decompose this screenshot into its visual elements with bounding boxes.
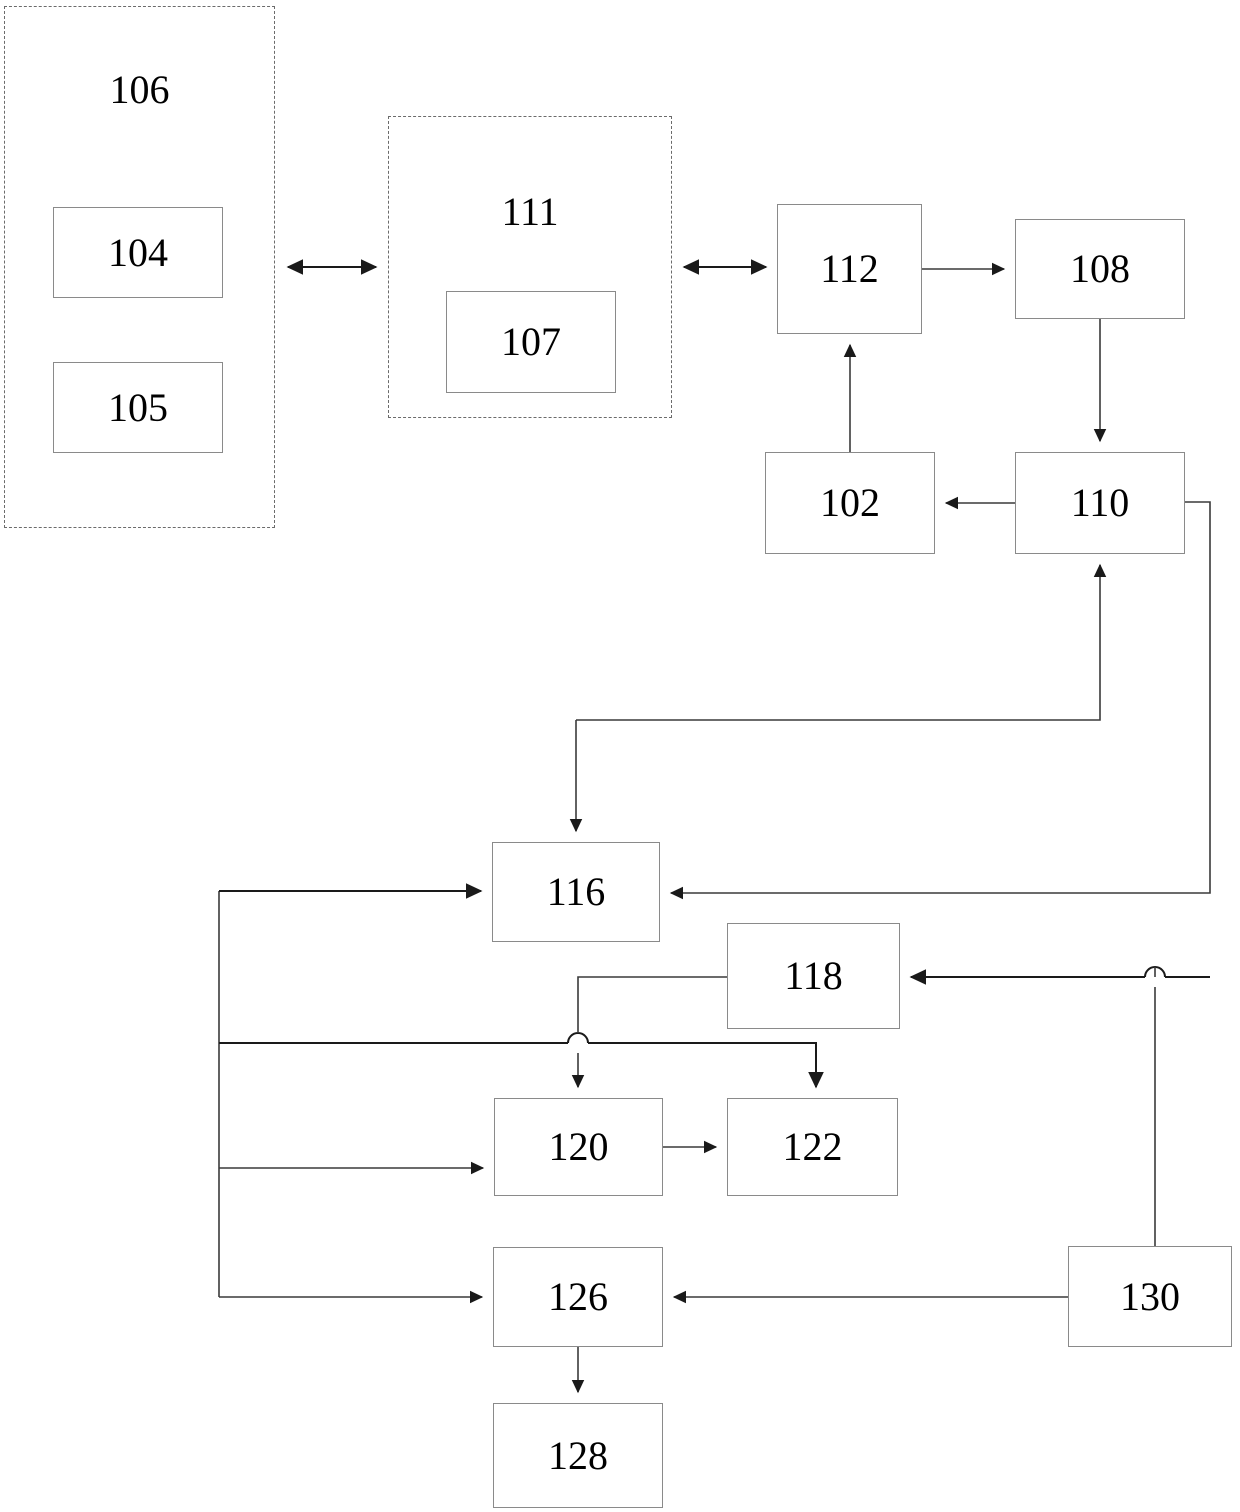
block-108[interactable]: 108 <box>1015 219 1185 319</box>
block-110[interactable]: 110 <box>1015 452 1185 554</box>
group-box-111 <box>388 116 672 418</box>
block-120[interactable]: 120 <box>494 1098 663 1196</box>
block-104[interactable]: 104 <box>53 207 223 298</box>
group-label-106: 106 <box>109 67 170 112</box>
block-112[interactable]: 112 <box>777 204 922 334</box>
group-box-106 <box>4 6 275 528</box>
block-118[interactable]: 118 <box>727 923 900 1029</box>
block-105[interactable]: 105 <box>53 362 223 453</box>
block-130[interactable]: 130 <box>1068 1246 1232 1347</box>
wire-hop-578 <box>567 1032 589 1044</box>
connector-bus-110-bottom <box>576 563 1107 721</box>
block-116[interactable]: 116 <box>492 842 660 942</box>
connector-118-120 <box>577 976 727 1033</box>
block-128[interactable]: 128 <box>493 1403 663 1508</box>
block-107[interactable]: 107 <box>446 291 616 393</box>
block-122[interactable]: 122 <box>727 1098 898 1196</box>
group-label-111: 111 <box>501 189 559 234</box>
block-102[interactable]: 102 <box>765 452 935 554</box>
connector-110-116-right <box>669 501 1211 900</box>
bus-1043-right-segment <box>588 1042 824 1089</box>
block-126[interactable]: 126 <box>493 1247 663 1347</box>
